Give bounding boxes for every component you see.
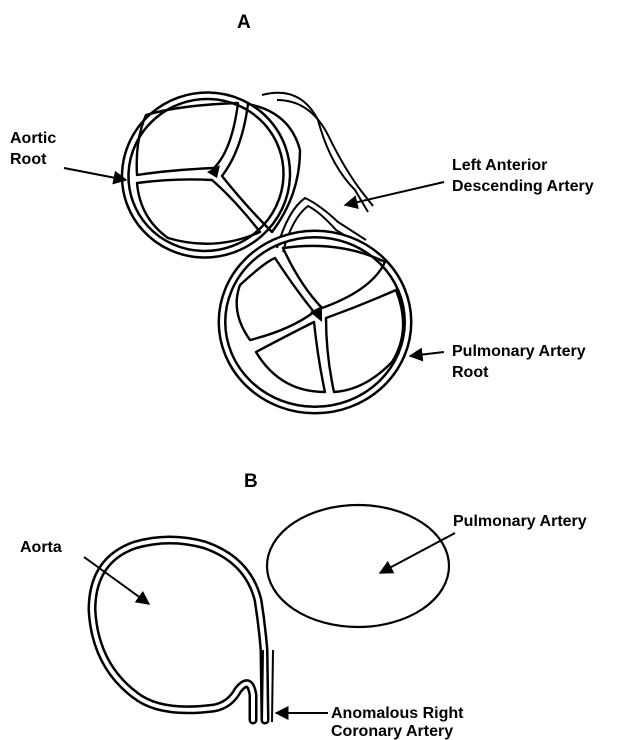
pulmonary-artery-label: Pulmonary Artery [453, 513, 587, 530]
pulmonary-root-label-line-2: Root [452, 364, 489, 381]
panel-b-label: B [244, 471, 258, 492]
aortic-valve-cusps [137, 103, 300, 244]
pulmonary-root-label-line-1: Pulmonary Artery [452, 343, 586, 360]
pulmonary-root-arrow [410, 352, 444, 356]
pulmonary-artery-arrow [380, 533, 455, 573]
anomalous-rca-label-line-1: Anomalous Right [331, 705, 464, 722]
aortic-root-arrow [64, 168, 126, 180]
panel-a-label: A [237, 12, 251, 33]
pulmonary-valve-cusps [237, 246, 403, 392]
aortic-root-label-line-2: Root [10, 151, 47, 168]
lad-label: Left Anterior Descending Artery [452, 157, 594, 195]
aortic-root-label-line-1: Aortic [10, 130, 56, 147]
anomalous-rca-label-line-2: Coronary Artery [331, 723, 453, 740]
anomalous-rca-label: Anomalous Right Coronary Artery [331, 705, 468, 740]
lad-label-line-1: Left Anterior [452, 157, 547, 174]
lad-arrow [345, 182, 444, 205]
aortic-root-label: Aortic Root [10, 130, 61, 168]
pulmonary-root-label: Pulmonary Artery Root [452, 343, 590, 381]
pulmonary-artery-ellipse [267, 505, 449, 627]
lad-label-line-2: Descending Artery [452, 178, 594, 195]
aorta-loop [92, 540, 265, 720]
aorta-label: Aorta [20, 539, 62, 556]
